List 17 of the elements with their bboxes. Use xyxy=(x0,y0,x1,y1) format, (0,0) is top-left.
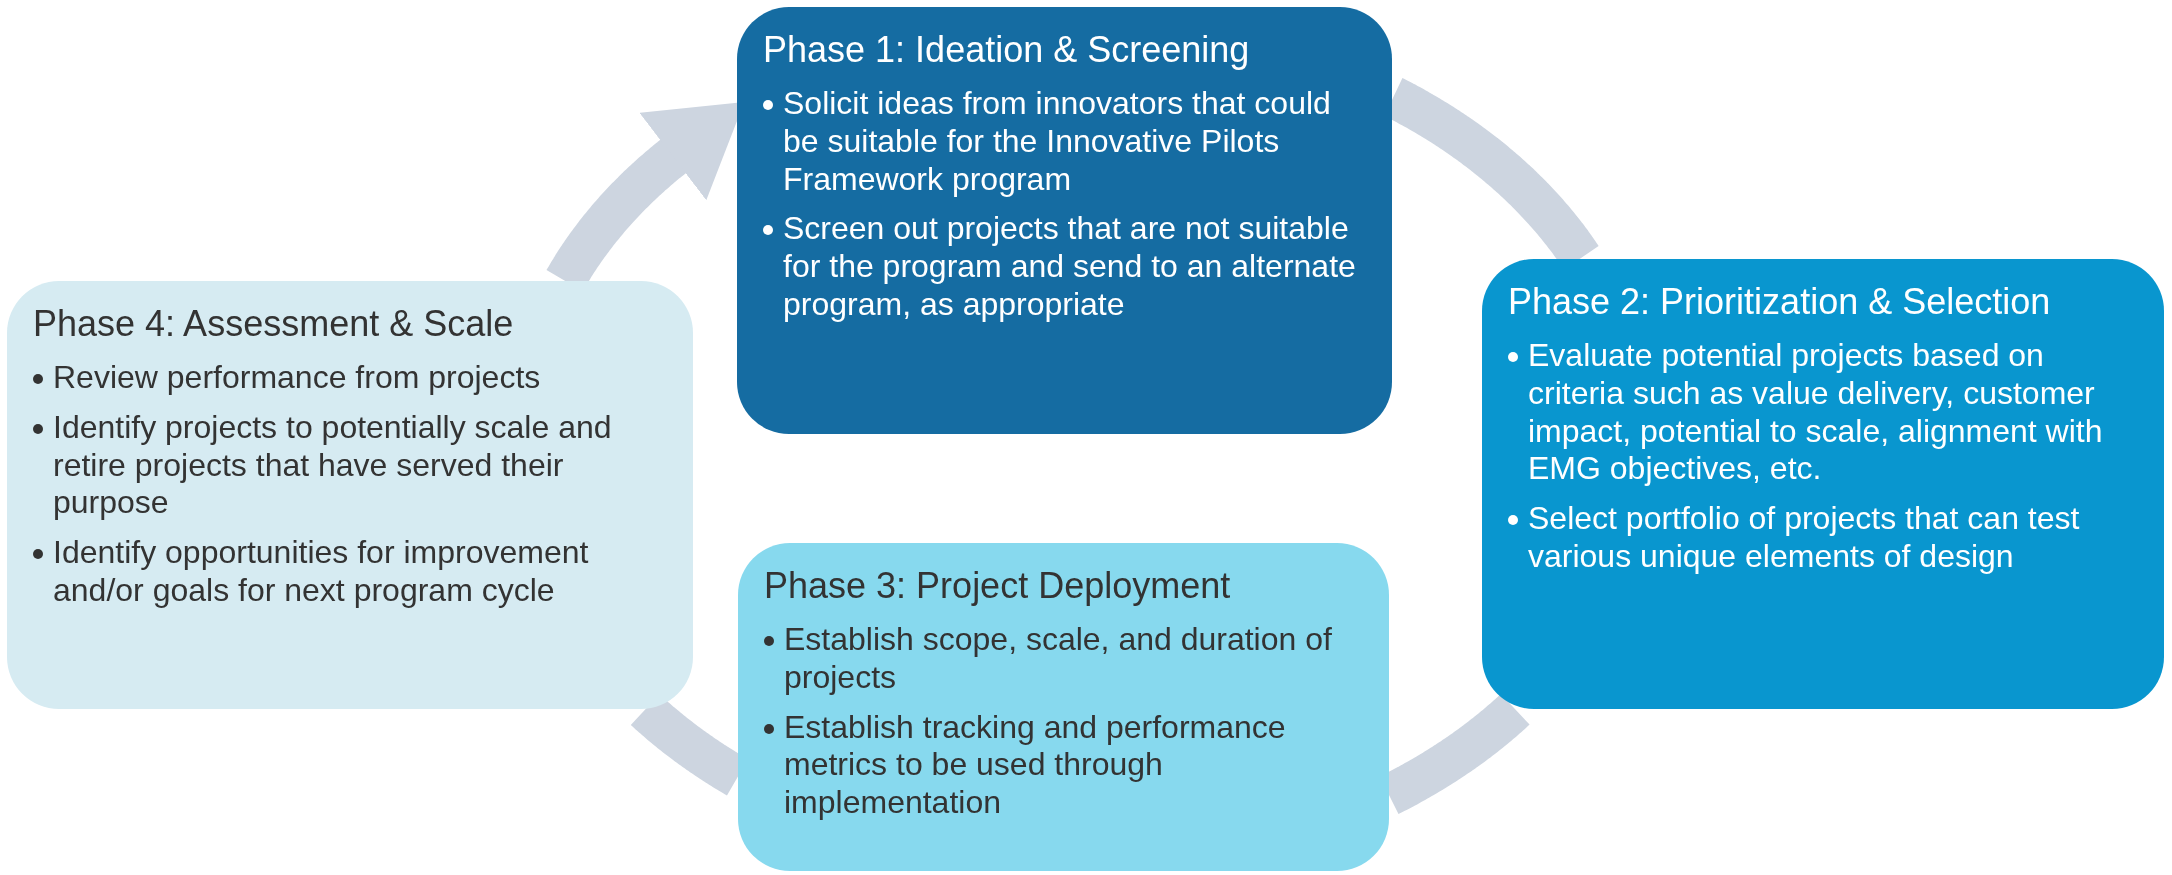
bullet-text: Screen out projects that are not suitable for the program and send to an alternate program, as appropriate xyxy=(783,210,1357,324)
phase-title: Phase 3: Project Deployment xyxy=(764,565,1232,607)
bullet-text: Establish scope, scale, and duration of projects xyxy=(784,621,1333,697)
phase-title: Phase 4: Assessment & Scale xyxy=(33,303,515,345)
bullet-text: Solicit ideas from innovators that could be suitable for the Innovative Pilots Framework program xyxy=(783,85,1332,199)
bullet-text: Select portfolio of projects that can test various unique elements of design xyxy=(1528,500,2081,576)
phase-box xyxy=(737,7,1392,434)
phase-box xyxy=(738,543,1389,871)
bullet-text: Review performance from projects xyxy=(53,359,541,397)
phase-title: Phase 2: Prioritization & Selection xyxy=(1508,281,2052,323)
bullet-text: Establish tracking and performance metrics to be used through implementation xyxy=(784,708,1287,822)
bullet-text: Evaluate potential projects based on criteria such as value delivery, customer impact, potential to scale, alignment with EMG objectives, etc. xyxy=(1528,337,2104,488)
bullet-text: Identify projects to potentially scale and retire projects that have served their purpose xyxy=(53,408,613,522)
phase-box xyxy=(7,281,693,709)
phase-box xyxy=(1482,259,2164,709)
phase-title: Phase 1: Ideation & Screening xyxy=(763,29,1251,71)
bullet-text: Identify opportunities for improvement and/or goals for next program cycle xyxy=(53,534,590,610)
